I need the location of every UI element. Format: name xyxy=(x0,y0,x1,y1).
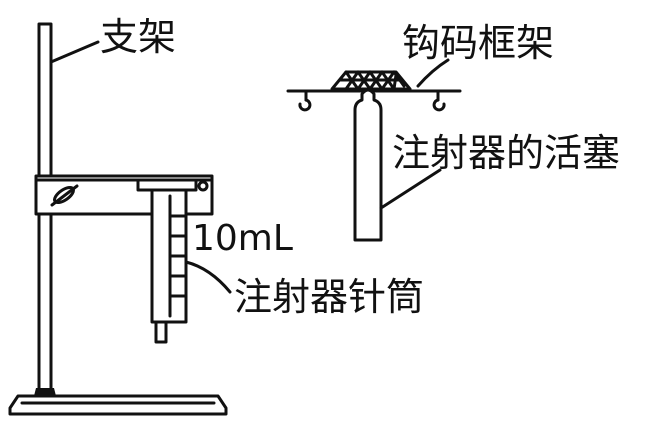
syringe-nozzle xyxy=(154,320,168,344)
weight-frame xyxy=(286,70,462,112)
label-stand: 支架 xyxy=(100,15,176,59)
label-capacity: 10mL xyxy=(192,218,293,259)
syringe-barrel xyxy=(150,188,188,344)
leader-plunger xyxy=(379,168,442,210)
leader-weight-frame xyxy=(416,58,450,88)
plunger-rod xyxy=(353,88,383,242)
label-barrel: 注射器针筒 xyxy=(234,275,424,319)
label-plunger: 注射器的活塞 xyxy=(392,131,620,175)
stand-rod-foot xyxy=(34,388,56,396)
label-weight-frame: 钩码框架 xyxy=(402,21,554,65)
leader-stand xyxy=(49,40,100,64)
weight-bundle xyxy=(330,70,412,91)
plunger xyxy=(353,88,383,242)
barrel-scale xyxy=(168,214,188,298)
right-hook-icon xyxy=(432,89,446,112)
stand-base xyxy=(8,394,228,416)
left-hook-icon xyxy=(298,89,312,112)
leader-lines xyxy=(49,40,450,294)
leader-barrel xyxy=(184,260,232,294)
clamp-screw-icon xyxy=(50,184,79,207)
